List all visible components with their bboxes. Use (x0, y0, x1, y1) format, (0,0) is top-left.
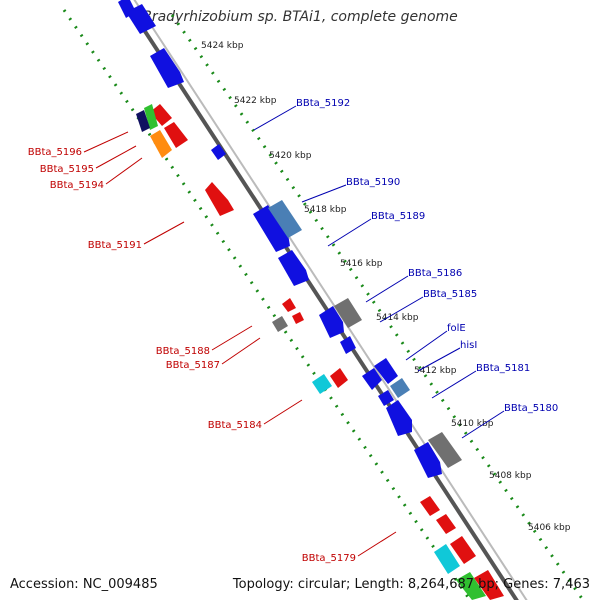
scale-label: 5424 kbp (201, 41, 244, 51)
leader-line (95, 145, 137, 169)
gene-label[interactable]: folE (447, 323, 466, 334)
leader-line (263, 399, 303, 425)
leader-line (301, 184, 347, 203)
scale-labels: 5424 kbp 5422 kbp 5420 kbp 5418 kbp 5416… (201, 41, 571, 533)
scale-label: 5418 kbp (304, 205, 347, 215)
gene-arrow[interactable] (374, 358, 398, 384)
leader-line (211, 325, 253, 351)
gene-label[interactable]: BBta_5195 (40, 164, 94, 175)
gene-arrow[interactable] (126, 4, 156, 34)
scale-label: 5406 kbp (528, 523, 571, 533)
leader-line (365, 275, 409, 303)
gene-arrow[interactable] (136, 110, 150, 132)
scale-label: 5414 kbp (376, 313, 419, 323)
gene-arrow[interactable] (340, 336, 356, 354)
gene-arrow[interactable] (253, 205, 290, 252)
gene-arrow[interactable] (474, 570, 504, 600)
left-gene-labels: BBta_5196 BBta_5195 BBta_5194 BBta_5191 … (28, 131, 397, 564)
leader-line (405, 330, 448, 361)
gene-features (118, 0, 504, 600)
leader-line (417, 347, 461, 372)
scale-label: 5422 kbp (234, 96, 277, 106)
backbone-line (122, 0, 519, 600)
gene-arrow[interactable] (150, 130, 172, 158)
gene-arrow[interactable] (205, 182, 234, 216)
leader-line (357, 531, 397, 557)
gene-arrow[interactable] (334, 298, 362, 328)
gene-label[interactable]: BBta_5185 (423, 289, 477, 300)
gene-arrow[interactable] (144, 104, 158, 130)
gene-label[interactable]: BBta_5184 (208, 420, 262, 431)
leader-line (327, 218, 372, 247)
gene-label[interactable]: BBta_5180 (504, 403, 558, 414)
leader-line (461, 410, 505, 439)
gene-arrow[interactable] (268, 200, 302, 238)
scale-label: 5416 kbp (340, 259, 383, 269)
gene-arrow[interactable] (278, 250, 309, 286)
gene-arrow[interactable] (150, 104, 172, 126)
gene-label[interactable]: BBta_5196 (28, 147, 82, 158)
accession-text: Accession: NC_009485 (10, 577, 158, 592)
gene-label[interactable]: BBta_5191 (88, 240, 142, 251)
gene-arrow[interactable] (420, 496, 440, 516)
gene-label[interactable]: BBta_5179 (302, 553, 356, 564)
gene-arrow[interactable] (312, 374, 332, 394)
scale-label: 5420 kbp (269, 151, 312, 161)
scale-label: 5412 kbp (414, 366, 457, 376)
gene-label[interactable]: BBta_5189 (371, 211, 425, 222)
leader-line (143, 221, 185, 245)
scale-label: 5410 kbp (451, 419, 494, 429)
gene-arrow[interactable] (164, 122, 188, 148)
gene-label[interactable]: BBta_5181 (476, 363, 530, 374)
gene-arrow[interactable] (319, 306, 344, 338)
right-gene-labels: BBta_5192 BBta_5190 BBta_5189 BBta_5186 … (253, 98, 558, 439)
gene-label[interactable]: BBta_5194 (50, 180, 104, 191)
genome-summary-text: Topology: circular; Length: 8,264,687 bp… (232, 577, 590, 592)
leader-line (83, 131, 129, 153)
gene-arrow[interactable] (330, 368, 348, 388)
gene-arrow[interactable] (414, 442, 442, 478)
gene-arrow[interactable] (456, 572, 486, 600)
gene-arrow[interactable] (150, 48, 184, 88)
gene-arrow[interactable] (386, 400, 412, 436)
backbone-line (133, 0, 528, 600)
gene-arrow[interactable] (434, 544, 460, 574)
gene-label[interactable]: BBta_5188 (156, 346, 210, 357)
gene-arrow[interactable] (436, 514, 456, 534)
scale-label: 5408 kbp (489, 471, 532, 481)
gene-label[interactable]: BBta_5187 (166, 360, 220, 371)
gene-arrow[interactable] (390, 378, 410, 398)
gene-label[interactable]: BBta_5190 (346, 177, 400, 188)
leader-line (221, 337, 261, 365)
map-title: Bradyrhizobium sp. BTAi1, complete genom… (142, 9, 458, 25)
gene-arrow[interactable] (378, 390, 394, 406)
gene-arrow[interactable] (450, 536, 476, 564)
gene-arrow[interactable] (272, 316, 288, 332)
leader-line (431, 370, 477, 399)
leader-line (105, 157, 143, 185)
gene-arrow[interactable] (282, 298, 296, 312)
gene-arrow[interactable] (292, 312, 304, 324)
leader-line (379, 296, 424, 323)
gene-label[interactable]: BBta_5192 (296, 98, 350, 109)
gene-arrow[interactable] (211, 144, 226, 160)
gene-label[interactable]: hisI (460, 340, 477, 351)
gene-arrow[interactable] (428, 432, 462, 468)
gene-arrow[interactable] (362, 368, 382, 390)
leader-line (253, 105, 297, 131)
gene-label[interactable]: BBta_5186 (408, 268, 462, 279)
